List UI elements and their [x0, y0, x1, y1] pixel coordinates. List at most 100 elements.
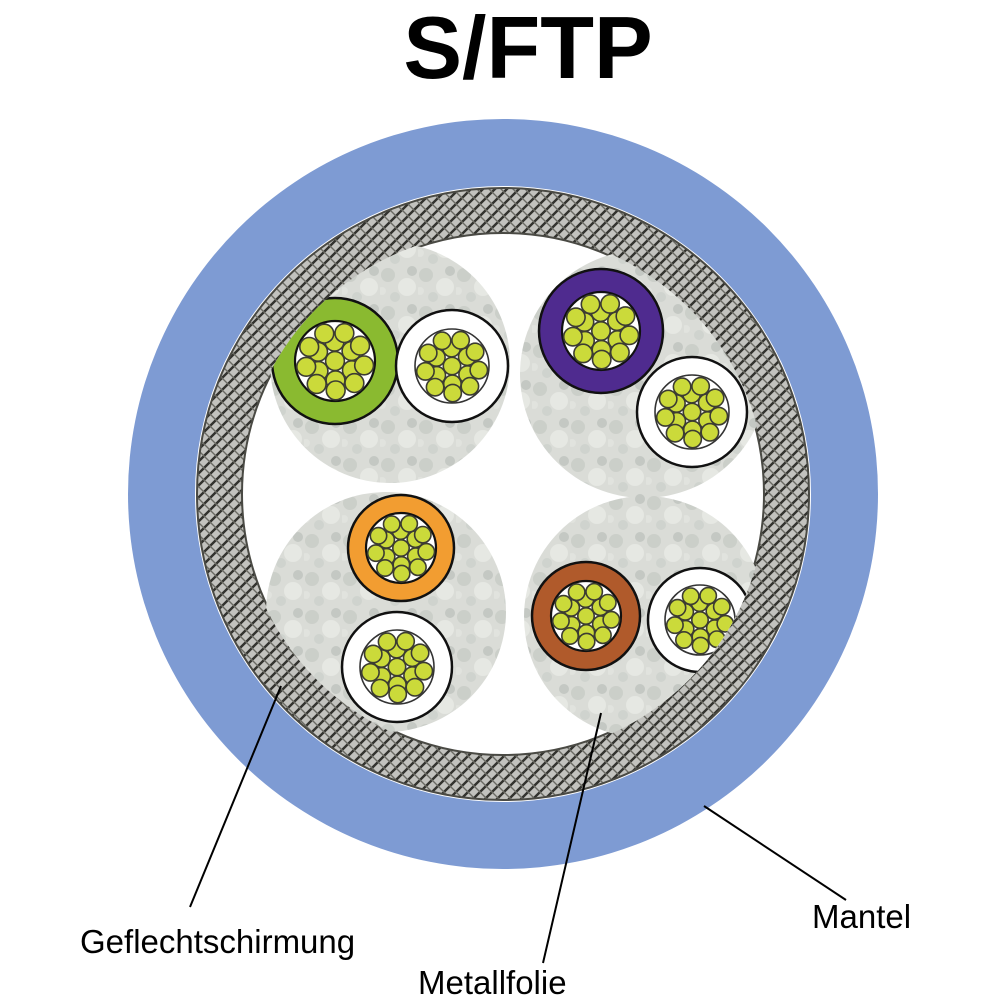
strand: [387, 657, 407, 677]
strand: [591, 349, 612, 370]
wire-purple: [537, 267, 665, 395]
strand: [377, 632, 397, 652]
strand: [400, 514, 419, 533]
strand: [353, 355, 375, 376]
pair-bottom-right: [524, 496, 766, 738]
strand: [418, 343, 438, 363]
strand: [615, 306, 636, 327]
strand: [392, 564, 411, 583]
strand: [391, 538, 410, 557]
strand: [585, 582, 604, 601]
strand: [712, 597, 731, 616]
strand: [554, 594, 573, 613]
foil-pointer-line: [542, 712, 602, 964]
strand: [382, 515, 401, 534]
wire-orange: [346, 493, 456, 603]
strand: [573, 343, 594, 364]
strand: [672, 377, 692, 397]
braid-outer-edge: [196, 187, 810, 801]
strand-bundle: [562, 293, 640, 370]
strand-bundle: [415, 330, 489, 403]
strand-bundle: [551, 582, 621, 651]
strand: [465, 342, 485, 362]
strand: [681, 587, 700, 606]
strand: [691, 636, 710, 655]
strand: [602, 610, 621, 629]
strand: [369, 526, 388, 545]
strand: [344, 372, 365, 394]
braid-inner-edge: [241, 232, 765, 756]
pair-top-right: [520, 250, 766, 498]
jacket-label: Mantel: [812, 898, 911, 935]
strand: [460, 376, 480, 396]
strand: [363, 644, 383, 664]
strand: [306, 373, 327, 395]
wire-white-3: [340, 610, 454, 724]
strand: [576, 606, 595, 625]
strand: [442, 356, 462, 376]
strand: [414, 661, 434, 681]
strand: [565, 307, 586, 328]
strand: [410, 643, 430, 663]
strand: [405, 677, 425, 697]
strand: [443, 383, 463, 403]
strand: [366, 544, 385, 563]
strand: [600, 293, 621, 314]
strand: [370, 678, 390, 698]
strand: [551, 612, 570, 631]
strand: [665, 616, 684, 635]
strand: [413, 525, 432, 544]
diagram-title: S/FTP: [403, 0, 652, 97]
strand: [296, 356, 317, 377]
strand: [682, 402, 702, 422]
strand-bundle: [296, 322, 375, 401]
strand: [691, 376, 711, 396]
strand-bundle: [665, 586, 735, 655]
strand-bundle: [366, 514, 436, 583]
wire-white-2: [635, 355, 749, 469]
strand-bundle: [360, 631, 434, 704]
strand: [705, 388, 725, 408]
jacket-pointer-line: [703, 805, 847, 901]
strand: [451, 330, 471, 350]
strand: [324, 350, 346, 372]
strand: [598, 593, 617, 612]
strand: [325, 380, 346, 401]
strand: [668, 598, 687, 617]
strand: [567, 583, 586, 602]
strand: [590, 320, 611, 341]
strand-bundle: [655, 376, 729, 449]
strand: [619, 325, 640, 346]
pair-bottom-left: [266, 492, 506, 732]
wire-brown: [530, 560, 642, 672]
strand: [690, 610, 709, 629]
strand: [334, 322, 355, 344]
strand: [396, 631, 416, 651]
strand: [388, 684, 408, 704]
strand: [375, 558, 394, 577]
braid-shield-ring: [197, 188, 809, 800]
strand: [415, 361, 435, 381]
strand: [425, 377, 445, 397]
strand: [593, 626, 612, 645]
strand: [683, 429, 703, 449]
wire-white-1: [394, 308, 510, 424]
strand: [709, 406, 729, 426]
strand: [655, 407, 675, 427]
strand: [699, 586, 718, 605]
strand: [408, 558, 427, 577]
foil-label: Metallfolie: [418, 964, 567, 1000]
strand: [577, 632, 596, 651]
strand: [700, 422, 720, 442]
strand: [674, 630, 693, 649]
strand: [560, 626, 579, 645]
strand: [299, 336, 320, 358]
strand: [360, 662, 380, 682]
pairs-group: [266, 243, 766, 738]
strand: [580, 294, 601, 315]
strand: [314, 323, 335, 344]
strand: [469, 360, 489, 380]
braid-pointer-line: [189, 685, 282, 908]
